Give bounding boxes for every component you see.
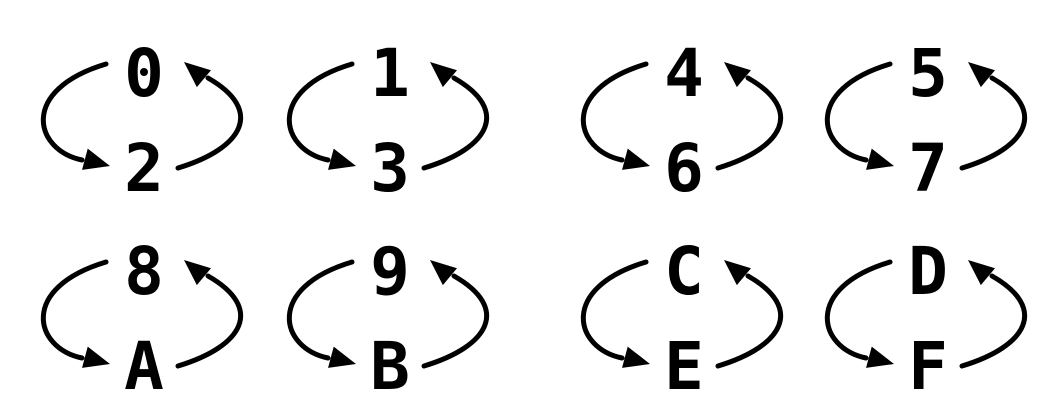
swap-pair-2: 13 [286,35,489,207]
swap-pair-8: DF [824,233,1027,405]
swap-pair-4-left-arrowhead [866,148,894,170]
swap-pair-2-bottom-label: 3 [370,130,410,207]
swap-pair-2-left-arrowhead [328,148,356,170]
swap-pair-7-top-label: C [664,233,704,310]
swap-pair-2-top-label: 1 [370,35,410,112]
swap-pair-3: 46 [580,35,783,207]
swap-pair-5-right-arrowhead [184,260,211,286]
swap-pair-6: 9B [286,233,489,405]
swap-pair-4: 57 [824,35,1027,207]
swap-pair-3-left-arrowhead [622,148,650,170]
swap-pair-1-bottom-label: 2 [124,130,164,207]
swap-pair-6-bottom-label: B [370,328,410,405]
swap-pair-8-left-arc [824,259,893,361]
swap-pair-4-top-label: 5 [908,35,948,112]
swap-pair-3-left-arc [580,61,649,163]
swap-pair-2-left-arc [286,61,355,163]
swap-pair-8-right-arrowhead [968,260,995,286]
swap-pair-4-bottom-label: 7 [908,130,948,207]
swap-pair-1-left-arc [40,61,109,163]
swap-pair-5-top-label: 8 [124,233,164,310]
swap-pair-1-right-arrowhead [184,62,211,88]
swap-pair-5: 8A [40,233,243,405]
swap-pair-5-right-arc [175,273,243,369]
swap-pair-1-left-arrowhead [82,148,110,170]
swap-pair-6-top-label: 9 [370,233,410,310]
swap-pair-8-bottom-label: F [908,328,948,405]
swap-pair-5-bottom-label: A [124,328,164,405]
swap-pair-6-right-arc [421,273,489,369]
swap-pair-7-bottom-label: E [664,328,704,405]
swap-pair-2-right-arc [421,75,489,171]
swap-pair-3-right-arrowhead [724,62,751,88]
swap-pair-8-left-arrowhead [866,346,894,368]
swap-pair-7-left-arc [580,259,649,361]
swap-pair-6-left-arc [286,259,355,361]
swap-pair-4-left-arc [824,61,893,163]
swap-pair-7-right-arrowhead [724,260,751,286]
swap-pair-7: CE [580,233,783,405]
swap-pair-4-right-arc [959,75,1027,171]
swap-pair-4-right-arrowhead [968,62,995,88]
swap-pair-5-left-arrowhead [82,346,110,368]
swap-pair-3-top-label: 4 [664,35,704,112]
swap-pair-1: 02 [40,35,243,207]
swap-pair-5-left-arc [40,259,109,361]
swap-pair-1-top-label: 0 [124,35,164,112]
swap-pair-6-left-arrowhead [328,346,356,368]
swap-pair-3-bottom-label: 6 [664,130,704,207]
swap-pair-7-left-arrowhead [622,346,650,368]
swap-pair-7-right-arc [715,273,783,369]
swap-pair-1-right-arc [175,75,243,171]
swap-pair-3-right-arc [715,75,783,171]
swap-pair-6-right-arrowhead [430,260,457,286]
swap-pair-2-right-arrowhead [430,62,457,88]
swap-pair-8-right-arc [959,273,1027,369]
swap-pair-8-top-label: D [908,233,948,310]
